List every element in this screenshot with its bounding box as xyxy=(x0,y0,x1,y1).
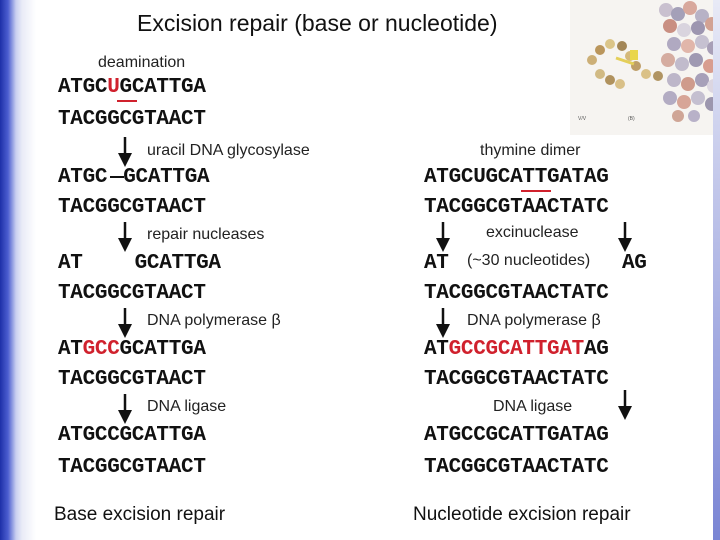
seq-right-4-top: ATGCCGCATTGATAG xyxy=(424,424,609,447)
seq-left-4-top: ATGCCGCATTGA xyxy=(58,338,206,362)
seq-part: AG xyxy=(583,338,609,361)
seq-right-3-top: ATGCCGCATTGATAG xyxy=(424,338,609,362)
seq-part: GCATTGA xyxy=(123,166,210,189)
footer-nucleotide-excision: Nucleotide excision repair xyxy=(413,504,631,525)
seq-left-3-top: AT GCATTGA xyxy=(58,252,221,276)
new-bases: GCCGCATTGAT xyxy=(448,338,585,361)
label-deamination: deamination xyxy=(98,54,186,71)
abasic-site-dash xyxy=(110,176,124,178)
dna-helix-image: V/V (B) xyxy=(570,0,720,135)
seq-part: ATGCUGCA xyxy=(424,166,523,189)
seq-left-2-bottom: TACGGCGTAACT xyxy=(58,196,206,219)
seq-part: GCATTGA xyxy=(134,252,221,275)
seq-right-1-top: ATGCUGCATTGATAG xyxy=(424,166,609,190)
seq-left-2-top: ATGC GCATTGA xyxy=(58,166,210,190)
footer-base-excision: Base excision repair xyxy=(54,504,226,525)
seq-right-4-bottom: TACGGCGTAACTATC xyxy=(424,456,609,479)
uracil-base: U xyxy=(107,76,120,99)
seq-right-3-bottom: TACGGCGTAACTATC xyxy=(424,368,609,391)
label-gap-size: (~30 nucleotides) xyxy=(467,252,591,269)
seq-right-2-top-right: AG xyxy=(622,252,647,275)
arrow-down-icon xyxy=(118,394,132,424)
seq-left-1-bottom: TACGGCGTAACT xyxy=(58,108,206,131)
seq-part: GATAG xyxy=(547,166,609,189)
seq-part: ATGC xyxy=(58,166,108,189)
new-bases: GCC xyxy=(82,338,120,361)
arrow-down-icon xyxy=(118,222,132,252)
label-dna-polymerase-right: DNA polymerase β xyxy=(467,312,601,329)
label-thymine-dimer: thymine dimer xyxy=(480,142,581,159)
seq-part: AT xyxy=(58,338,83,361)
label-uracil-glycosylase: uracil DNA glycosylase xyxy=(147,142,310,159)
seq-part: AT xyxy=(424,338,449,361)
seq-part: ATGC xyxy=(58,76,108,99)
seq-left-5-top: ATGCCGCATTGA xyxy=(58,424,206,447)
seq-left-3-bottom: TACGGCGTAACT xyxy=(58,282,206,305)
thymine-dimer-bases: TT xyxy=(522,166,548,189)
arrow-down-icon xyxy=(618,222,632,252)
arrow-down-icon xyxy=(118,308,132,338)
seq-right-1-bottom: TACGGCGTAACTATC xyxy=(424,196,609,219)
arrow-down-icon xyxy=(436,308,450,338)
dna-helix-icon: V/V (B) xyxy=(578,1,720,122)
label-dna-ligase-left: DNA ligase xyxy=(147,398,227,415)
seq-part: AT xyxy=(58,252,83,275)
arrow-down-icon xyxy=(118,137,132,167)
seq-part: GCATTGA xyxy=(119,76,206,99)
seq-left-5-bottom: TACGGCGTAACT xyxy=(58,456,206,479)
svg-text:V/V: V/V xyxy=(578,116,587,122)
label-repair-nucleases: repair nucleases xyxy=(147,226,265,243)
label-excinuclease: excinuclease xyxy=(486,224,579,241)
arrow-down-icon xyxy=(618,390,632,420)
seq-left-1-top: ATGCUGCATTGA xyxy=(58,76,206,100)
right-edge-strip xyxy=(713,0,720,540)
seq-right-2-bottom: TACGGCGTAACTATC xyxy=(424,282,609,305)
slide-title: Excision repair (base or nucleotide) xyxy=(137,10,498,36)
seq-right-2-top-left: AT xyxy=(424,252,449,275)
arrow-down-icon xyxy=(436,222,450,252)
seq-part: GCATTGA xyxy=(119,338,206,361)
thymine-dimer-underline xyxy=(521,190,551,192)
svg-text:(B): (B) xyxy=(628,116,635,122)
label-dna-ligase-right: DNA ligase xyxy=(493,398,573,415)
label-dna-polymerase-left: DNA polymerase β xyxy=(147,312,281,329)
uracil-underline xyxy=(117,100,137,102)
seq-left-4-bottom: TACGGCGTAACT xyxy=(58,368,206,391)
